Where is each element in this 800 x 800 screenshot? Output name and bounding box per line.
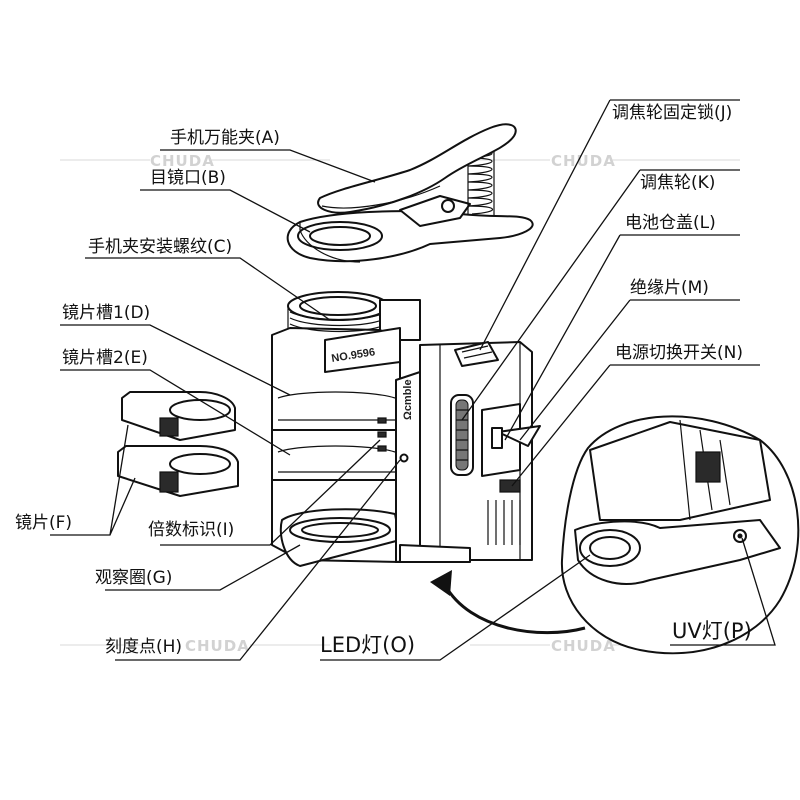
scale-dot [399, 453, 409, 463]
label-lens: 镜片(F) [15, 513, 72, 533]
microscope-body: NO.9596 Ωcmble [271, 291, 541, 567]
watermark-top-right: CHUDA [551, 152, 616, 170]
lens-pieces [117, 391, 239, 497]
curved-arrow [430, 570, 586, 635]
watermark-bottom-right: CHUDA [551, 637, 616, 655]
label-lens-slot-1: 镜片槽1(D) [62, 303, 150, 323]
clip-lever-arm [317, 123, 517, 214]
magnification-mark-3 [377, 445, 387, 452]
labels: 手机万能夹(A) 目镜口(B) 手机夹安装螺纹(C) 镜片槽1(D) 镜片槽2(… [15, 103, 752, 657]
label-clip-thread: 手机夹安装螺纹(C) [88, 237, 232, 257]
label-eyepiece: 目镜口(B) [150, 168, 226, 188]
model-plate [324, 327, 401, 373]
label-led-light: LED灯(O) [320, 633, 415, 657]
label-focus-wheel: 调焦轮(K) [640, 173, 715, 193]
zoom-inset [560, 415, 800, 655]
label-lens-slot-2: 镜片槽2(E) [62, 348, 148, 368]
label-insulating-sheet: 绝缘片(M) [630, 278, 709, 298]
label-phone-clip: 手机万能夹(A) [170, 128, 280, 148]
watermark-top-left: CHUDA [150, 152, 215, 170]
focus-lock [454, 341, 499, 367]
magnification-mark-1 [377, 417, 387, 424]
power-switch [499, 479, 521, 493]
led-light [589, 536, 631, 560]
leader-lines [50, 99, 776, 661]
phone-clip [286, 123, 534, 263]
eyepiece-opening [299, 296, 377, 316]
grip-ridges [487, 500, 521, 545]
label-scale-dot: 刻度点(H) [105, 637, 182, 657]
label-uv-light: UV灯(P) [672, 619, 752, 643]
label-battery-cover: 电池仓盖(L) [625, 213, 716, 233]
watermark-bottom-left: CHUDA [185, 637, 250, 655]
label-observation-ring: 观察圈(G) [95, 568, 172, 588]
brand-mark: Ωcmble [402, 379, 414, 420]
label-power-switch: 电源切换开关(N) [615, 343, 743, 363]
label-focus-lock: 调焦轮固定锁(J) [612, 103, 732, 123]
magnification-mark-2 [377, 431, 387, 438]
insulating-sheet [497, 425, 541, 447]
clip-ring-inner [309, 226, 371, 246]
label-magnification-mark: 倍数标识(I) [148, 520, 234, 540]
